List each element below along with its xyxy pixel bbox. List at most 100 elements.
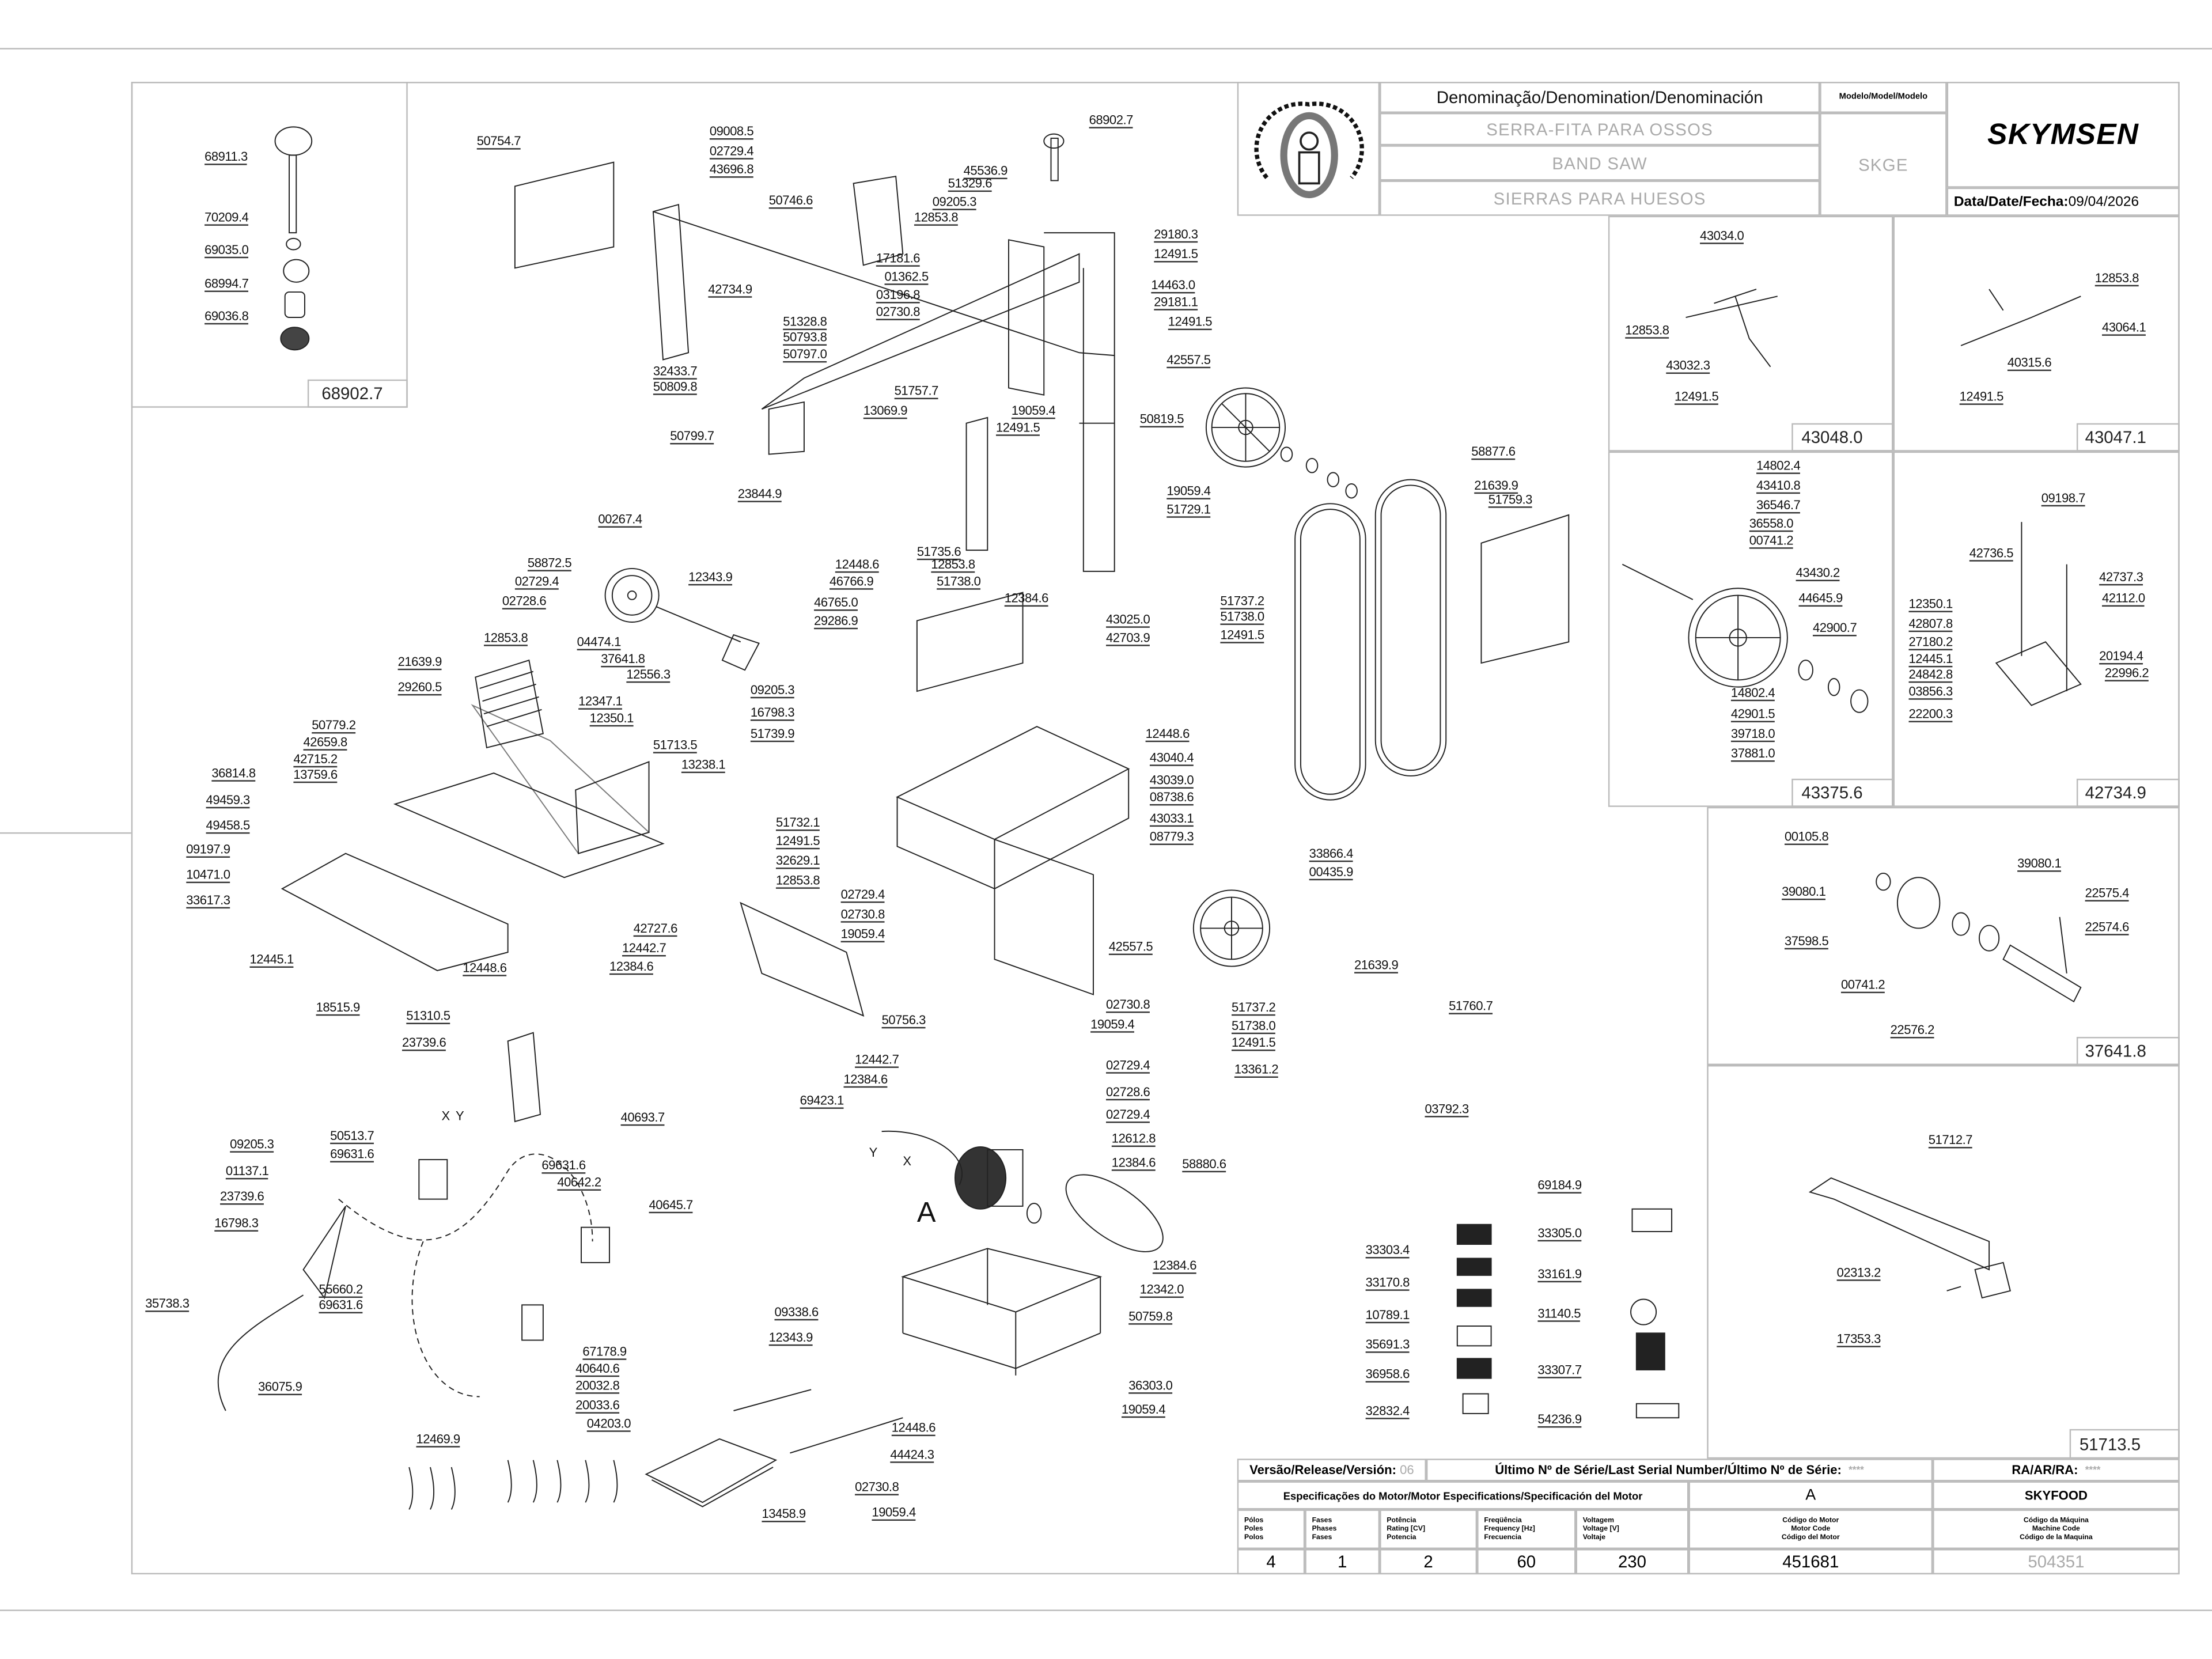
version-label: Versão/Release/Versión:	[1249, 1463, 1396, 1478]
part-number-label: 12445.1	[1908, 652, 1953, 668]
part-number-label: 02730.8	[1106, 997, 1150, 1013]
stand-top	[901, 1248, 1103, 1313]
part-number-label: 50809.8	[653, 380, 698, 395]
part-number-label: 68911.3	[204, 150, 248, 165]
part-number-label: 02313.2	[1836, 1266, 1881, 1281]
part-number-label: 12442.7	[622, 941, 666, 957]
motor-spec-header: Código do Motor Motor Code Código del Mo…	[1688, 1509, 1933, 1550]
part-number-label: 37641.8	[601, 652, 645, 668]
part-number-label: 12469.9	[416, 1432, 460, 1448]
part-number-label: 50819.5	[1139, 412, 1184, 428]
inset-43375-6	[1608, 451, 1893, 807]
part-number-label: 42900.7	[1812, 621, 1857, 637]
part-number-label: 55660.2	[319, 1282, 363, 1298]
part-number-label: 02729.4	[1106, 1058, 1150, 1074]
part-number-label: 12442.7	[855, 1052, 899, 1068]
back-panel	[514, 161, 615, 269]
part-number-label: 42715.2	[293, 752, 338, 768]
part-number-label: 43033.1	[1149, 811, 1194, 827]
part-number-label: 68902.7	[1089, 113, 1133, 128]
part-number-label: 69423.1	[800, 1093, 844, 1109]
part-number-label: 02729.4	[840, 887, 885, 903]
part-number-label: 51737.2	[1220, 594, 1264, 609]
product-name-es: SIERRAS PARA HUESOS	[1380, 180, 1820, 216]
part-number-label: 13759.6	[293, 767, 338, 783]
part-number-label: 12343.9	[768, 1330, 813, 1346]
part-number-label: 12384.6	[843, 1072, 888, 1088]
part-number-label: 50746.6	[768, 194, 813, 209]
part-number-label: 36075.9	[258, 1380, 302, 1396]
part-number-label: 33617.3	[186, 893, 230, 909]
serial-value: ****	[1849, 1465, 1864, 1475]
lower-wheel-drawing	[1192, 889, 1271, 967]
part-number-label: 12342.0	[1139, 1282, 1184, 1298]
part-number-label: 16798.3	[750, 706, 795, 721]
part-number-label: 42112.0	[2102, 591, 2145, 607]
part-number-label: 12448.6	[463, 961, 507, 976]
part-number-label: 12491.5	[1154, 247, 1198, 263]
part-number-label: 35691.3	[1365, 1338, 1410, 1353]
part-number-label: 00741.2	[1749, 533, 1794, 549]
part-number-label: 12347.1	[578, 694, 623, 710]
authorized-service-seal	[1237, 82, 1380, 216]
part-number-label: 14802.4	[1730, 685, 1775, 702]
inset-43047-1	[1893, 215, 2180, 452]
part-number-label: 03792.3	[1425, 1102, 1469, 1118]
part-number-label: 18515.9	[316, 1000, 360, 1016]
serial-label: Último Nº de Série/Last Serial Number/Úl…	[1495, 1463, 1842, 1478]
part-number-label: 19059.4	[840, 927, 885, 942]
part-number-label: 45536.9	[963, 164, 1007, 180]
part-number-label: 23739.6	[220, 1190, 264, 1205]
axis-y-callout: Y	[456, 1108, 464, 1123]
part-number-label: 50754.7	[476, 134, 521, 150]
part-number-label: 09205.3	[932, 195, 977, 210]
part-number-label: 12448.6	[835, 557, 880, 573]
part-number-label: 36546.7	[1756, 498, 1801, 514]
part-number-label: 32832.4	[1365, 1404, 1410, 1419]
part-number-label: 50799.7	[670, 429, 714, 445]
part-number-label: 39080.1	[1782, 885, 1826, 900]
inset-51713-5	[1707, 1065, 2180, 1459]
part-number-label: 22996.2	[2104, 666, 2149, 681]
part-number-label: 50756.3	[881, 1013, 926, 1029]
inset-label-box	[2076, 778, 2180, 807]
part-number-label: 12853.8	[1625, 323, 1669, 339]
part-number-label: 13458.9	[762, 1507, 806, 1522]
part-number-label: 21639.9	[397, 654, 442, 671]
part-number-label: 35738.3	[145, 1297, 190, 1312]
part-number-label: 12853.8	[931, 557, 975, 573]
part-number-label: 36958.6	[1365, 1367, 1410, 1383]
model-header: Modelo/Model/Modelo	[1820, 82, 1947, 113]
part-number-label: 12384.6	[1152, 1259, 1197, 1274]
inset-label-box	[1791, 778, 1893, 807]
part-number-label: 43410.8	[1756, 478, 1801, 494]
part-number-label: 49458.5	[206, 818, 250, 834]
part-number-label: 40315.6	[2007, 355, 2052, 372]
part-number-label: 51738.0	[1231, 1018, 1276, 1035]
part-number-label: 12491.5	[1231, 1036, 1276, 1051]
part-number-label: 32433.7	[653, 364, 698, 380]
motor-drawing	[954, 1146, 1042, 1224]
saw-table	[896, 726, 1130, 840]
axis-y-callout: Y	[869, 1145, 878, 1160]
inset-label: 51713.5	[2079, 1434, 2141, 1455]
part-number-label: 50797.0	[783, 347, 827, 363]
part-number-label: 50779.2	[312, 718, 356, 734]
drive-belt	[1065, 1174, 1164, 1252]
date-label: Data/Date/Fecha:	[1953, 194, 2069, 210]
motor-spec-header: Potência Rating [CV] Potencia	[1380, 1509, 1478, 1550]
inset-label: 42734.9	[2085, 783, 2146, 803]
part-number-label: 02730.8	[840, 907, 885, 923]
inset-label-box	[2076, 423, 2180, 452]
part-number-label: 24842.8	[1908, 667, 1953, 683]
inset-42734-9	[1893, 451, 2180, 807]
part-number-label: 37598.5	[1784, 934, 1829, 950]
part-number-label: 14463.0	[1151, 278, 1195, 294]
part-number-label: 51738.0	[1220, 609, 1264, 625]
ra-cell: RA/AR/RA: ****	[1933, 1459, 2180, 1482]
inset-label: 43375.6	[1801, 783, 1863, 803]
part-number-label: 58877.6	[1471, 444, 1516, 460]
part-number-label: 12491.5	[1220, 628, 1264, 643]
part-number-label: 36558.0	[1749, 516, 1794, 532]
